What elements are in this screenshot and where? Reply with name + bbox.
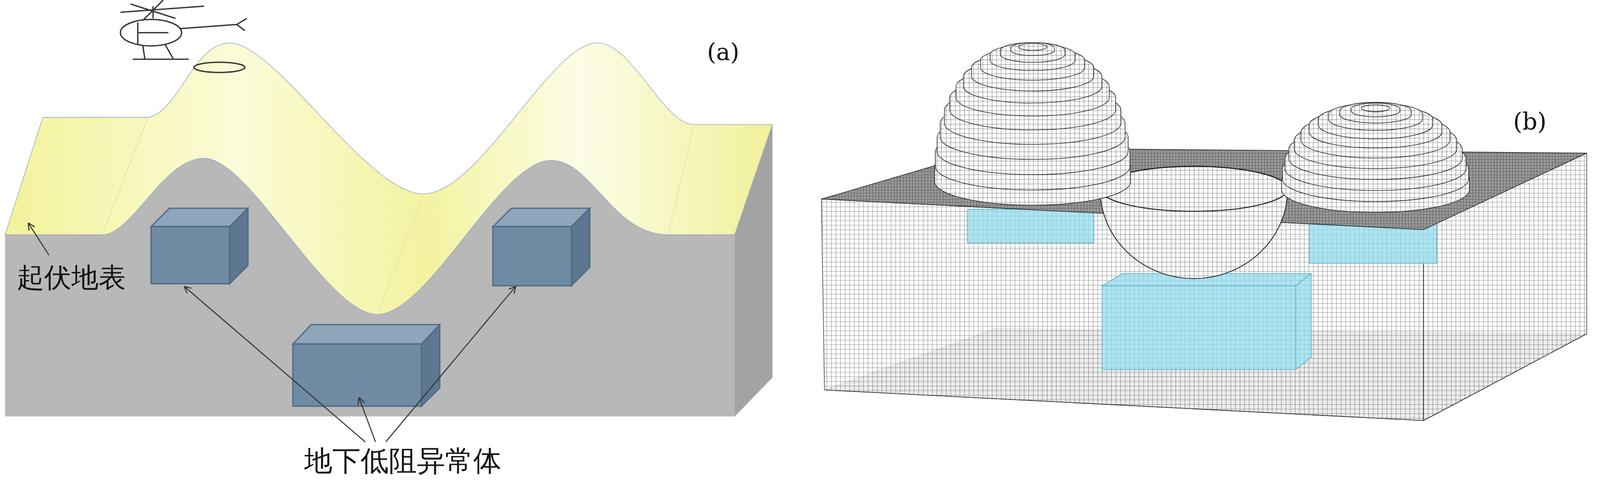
box-front	[151, 226, 230, 285]
cyan-block-side	[1295, 273, 1312, 370]
helicopter-window	[137, 22, 169, 46]
panel-label: (a)	[707, 39, 740, 66]
helicopter	[120, 0, 247, 73]
surface-crest	[101, 117, 694, 315]
anomaly-box	[151, 207, 248, 284]
cyan-block-front	[967, 209, 1094, 244]
helicopter-rotor	[120, 0, 204, 21]
dome-cap	[1361, 104, 1390, 112]
helicopter-strut	[132, 45, 190, 60]
anomaly-label: 地下低阻异常体	[304, 445, 502, 477]
cyan-block-front	[1101, 285, 1296, 370]
panel-label: (b)	[1513, 108, 1547, 135]
anomaly-box	[292, 324, 440, 407]
helicopter-tail	[180, 18, 247, 31]
leader-lines	[28, 223, 516, 442]
box-side	[229, 207, 248, 284]
box-side	[571, 207, 590, 286]
surface-label: 起伏地表	[16, 262, 126, 293]
leader-line	[184, 286, 366, 442]
box-top	[292, 324, 440, 344]
leader-line	[359, 398, 376, 442]
helicopter-body	[120, 19, 182, 47]
leader-line	[385, 286, 516, 442]
dome-layer	[1339, 102, 1412, 124]
dome-layer	[1000, 42, 1066, 63]
cyan-block	[967, 209, 1094, 244]
leader-line	[28, 223, 49, 255]
box-side	[421, 324, 440, 407]
undulating-surface	[5, 42, 773, 315]
dome-layer	[1010, 42, 1055, 56]
anomaly-box	[492, 207, 590, 286]
helicopter-skid	[193, 62, 246, 73]
cyan-block	[1101, 273, 1312, 370]
dome-layer	[1351, 102, 1400, 117]
box-front	[492, 226, 572, 286]
dome-cap	[1018, 43, 1047, 51]
mesh-domes	[934, 42, 1470, 213]
